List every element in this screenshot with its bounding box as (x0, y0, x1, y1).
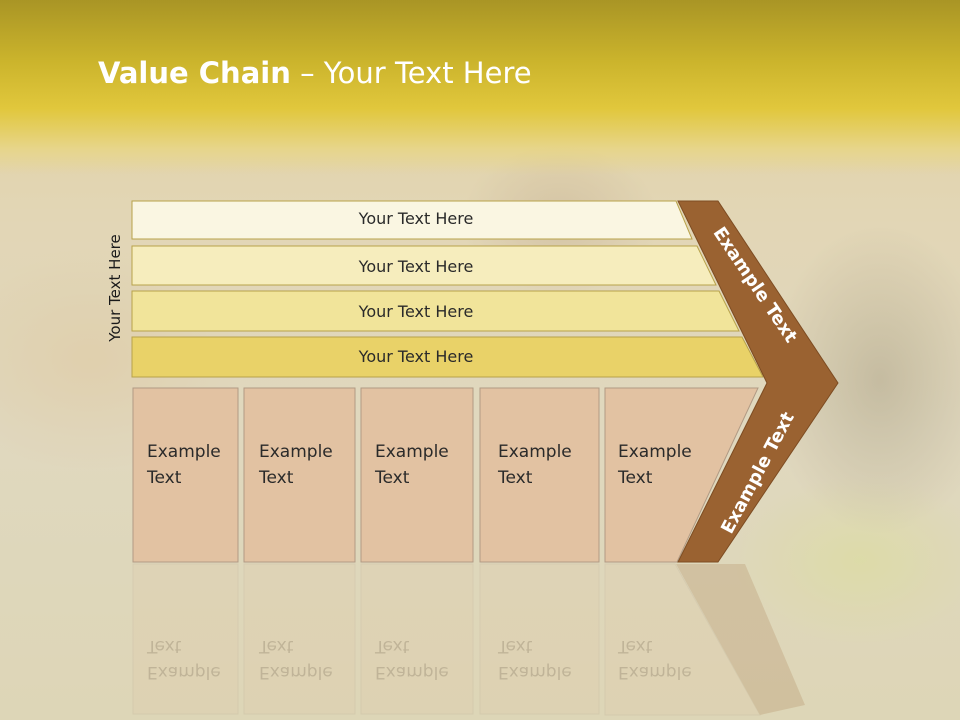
title-rest: – Your Text Here (290, 56, 532, 90)
box-reflection (360, 563, 474, 715)
box-reflection (243, 563, 356, 715)
box-label-reflection: Example Text (618, 633, 692, 685)
reflection-group (132, 563, 805, 716)
activity-box-2 (243, 387, 356, 563)
box-line: Text (498, 468, 533, 488)
box-line: Example (147, 662, 221, 682)
box-line: Example (259, 662, 333, 682)
activity-box-4 (479, 387, 600, 563)
box-label-reflection: Example Text (375, 633, 449, 685)
band-label-3: Your Text Here (358, 302, 474, 321)
band-label-4: Your Text Here (358, 347, 474, 366)
box-line: Text (375, 468, 410, 488)
box-line: Text (618, 468, 653, 488)
box-line: Example (498, 662, 572, 682)
activity-box-1 (132, 387, 239, 563)
box-line: Text (375, 636, 410, 656)
band-4 (131, 336, 764, 378)
box-reflection (132, 563, 239, 715)
box-reflection (479, 563, 600, 715)
band-label-2: Your Text Here (358, 257, 474, 276)
title-banner (0, 0, 960, 175)
box-label-reflection: Example Text (147, 633, 221, 685)
slide-title: Value Chain – Your Text Here (98, 56, 532, 90)
title-bold: Value Chain (98, 56, 291, 90)
chevron-reflection (676, 564, 805, 715)
side-axis-label: Your Text Here (106, 234, 124, 342)
box-line: Example (618, 442, 692, 462)
box-line: Example (259, 442, 333, 462)
band-3 (131, 290, 740, 332)
activity-box-3 (360, 387, 474, 563)
box-line: Example (375, 442, 449, 462)
box-line: Text (147, 636, 182, 656)
box-line: Example (375, 662, 449, 682)
box-line: Text (618, 636, 653, 656)
box-line: Example (618, 662, 692, 682)
box-line: Text (259, 468, 294, 488)
margin-chevron (677, 200, 839, 563)
box-label-reflection: Example Text (259, 633, 333, 685)
box-line: Text (498, 636, 533, 656)
activity-box-5 (604, 387, 759, 563)
box-label-reflection: Example Text (498, 633, 572, 685)
band-2 (131, 245, 717, 286)
band-1 (131, 200, 693, 240)
band-label-1: Your Text Here (358, 209, 474, 228)
box-reflection (604, 563, 761, 716)
box-line: Example (498, 442, 572, 462)
box-line: Text (259, 636, 294, 656)
box-line: Example (147, 442, 221, 462)
box-line: Text (147, 468, 182, 488)
